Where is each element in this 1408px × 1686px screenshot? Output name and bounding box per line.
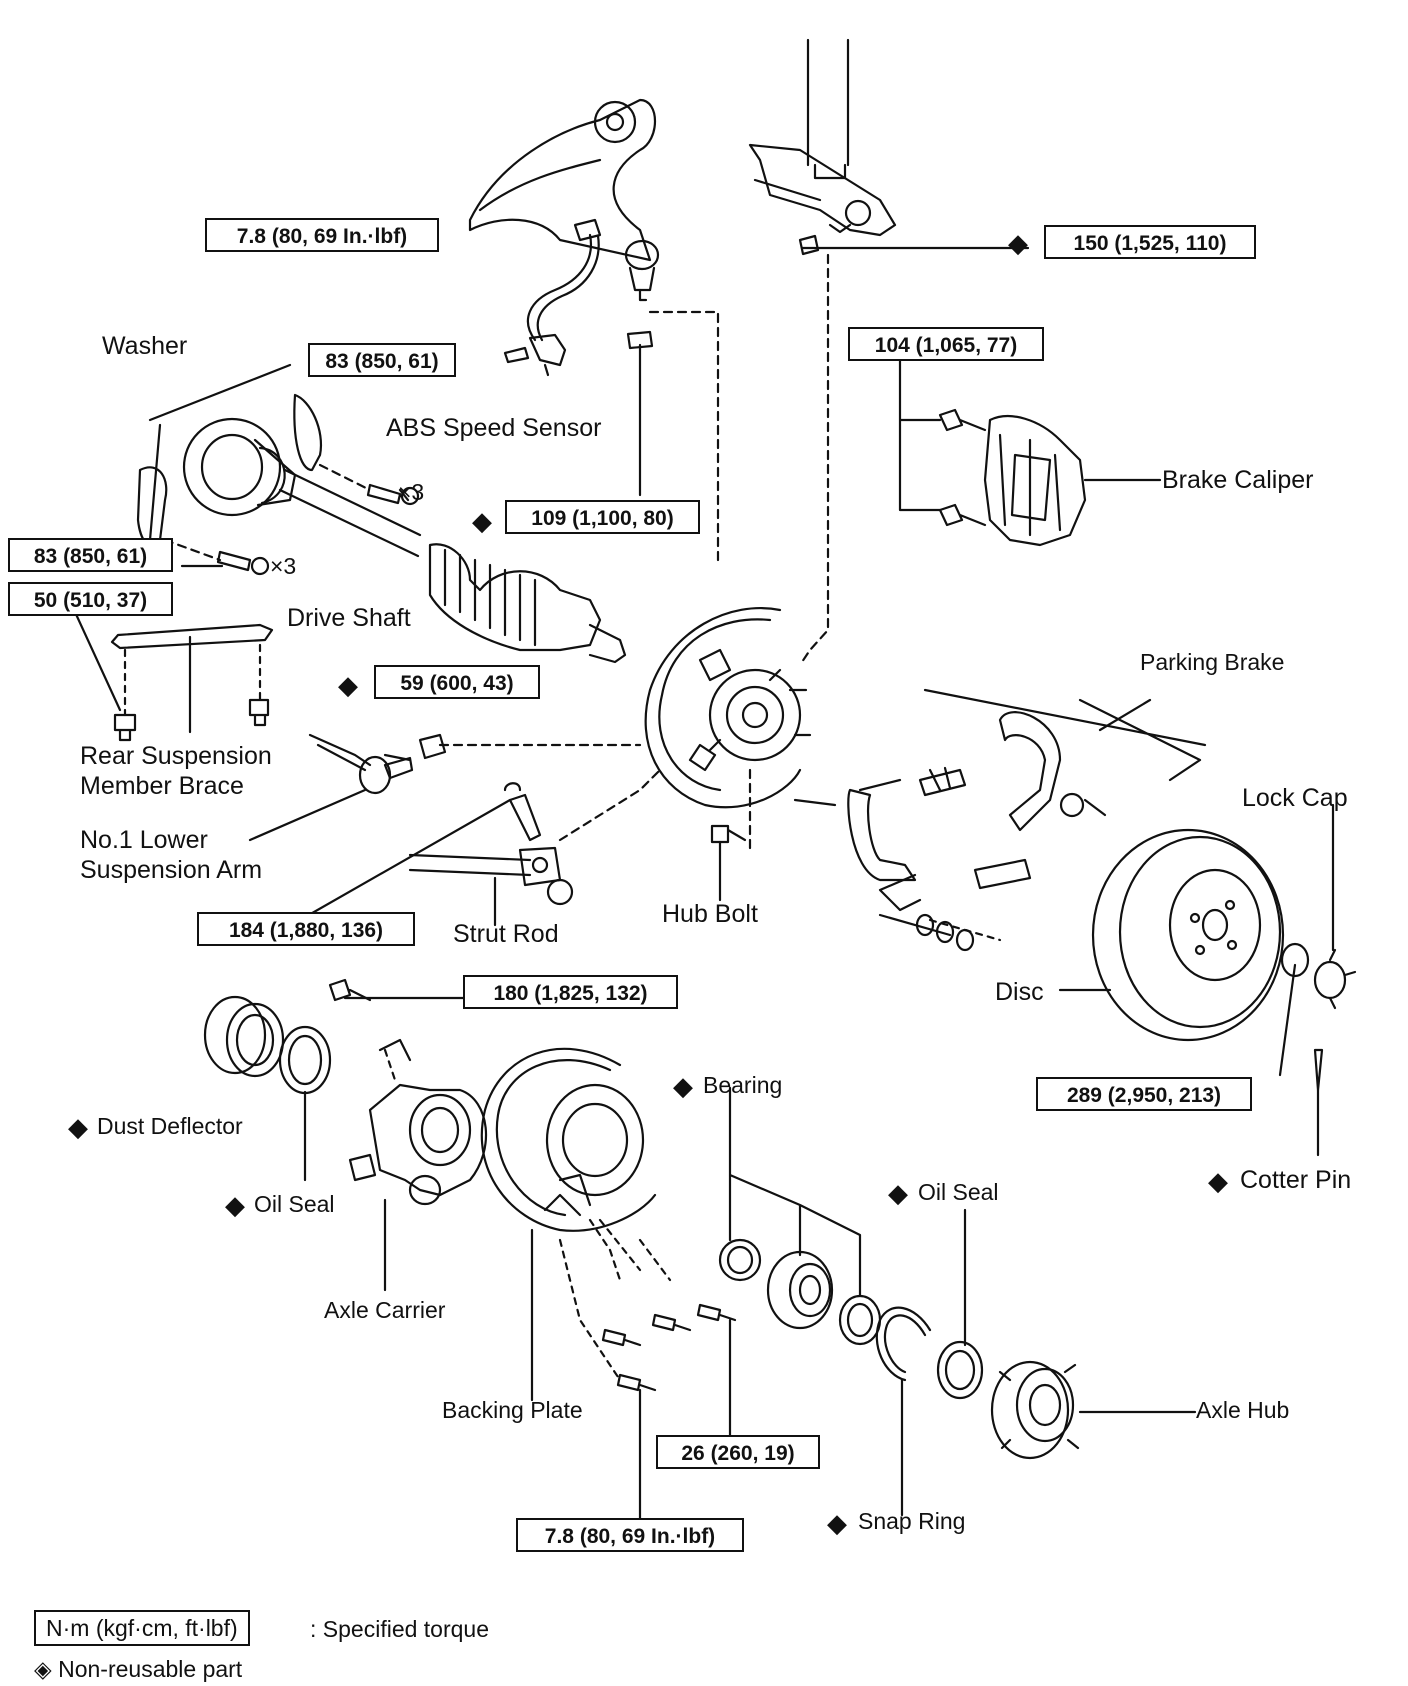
torque-backing-plate-bolt: 26 (260, 19) (656, 1435, 820, 1469)
axle-hub-label: Axle Hub (1196, 1397, 1290, 1423)
nonreusable-diamond: ◆ (472, 506, 492, 536)
axle-carrier (348, 1038, 488, 1206)
times3-lower-label: ×3 (270, 553, 297, 579)
disc (1058, 828, 1285, 1042)
bolt-upper (366, 483, 410, 505)
bolt-backing-1 (601, 1328, 642, 1347)
rear-suspension-member-brace-label-line2: Member Brace (80, 772, 244, 800)
nonreusable-diamond: ◆ (1008, 228, 1028, 258)
legend-nonreusable: ◈ Non-reusable part (34, 1656, 242, 1683)
brake-caliper-label: Brake Caliper (1162, 466, 1314, 494)
lock-cap-label: Lock Cap (1242, 784, 1348, 812)
nonreusable-diamond: ◆ (225, 1190, 245, 1220)
strut-rod-label: Strut Rod (453, 920, 559, 948)
cotter-pin (1313, 1048, 1324, 1092)
no1-lower-suspension-arm-label-line2: Suspension Arm (80, 856, 263, 884)
backing-plate-label: Backing Plate (442, 1397, 583, 1423)
lock-cap (1280, 942, 1357, 1010)
cotter-pin-label: Cotter Pin (1240, 1166, 1352, 1194)
bearing-label: Bearing (703, 1072, 783, 1098)
nonreusable-diamond: ◆ (1208, 1166, 1228, 1196)
bolt-dust-cover (616, 1373, 657, 1392)
disc-label: Disc (995, 978, 1044, 1006)
bolt-backing-2 (651, 1313, 692, 1332)
rear-suspension-member-brace-label-line1: Rear Suspension (80, 742, 272, 770)
legend-nonreusable-text: Non-reusable part (58, 1656, 243, 1682)
nonreusable-symbol: ◈ (34, 1656, 52, 1682)
nonreusable-diamond: ◆ (827, 1508, 847, 1538)
backing-plate-assembly-upper (644, 607, 812, 809)
shock-absorber (748, 38, 1030, 256)
nonreusable-diamond: ◆ (338, 670, 358, 700)
backing-plate (480, 1047, 657, 1232)
ball-joint-nut (626, 330, 654, 350)
torque-strut-rod-nut: 184 (1,880, 136) (197, 912, 415, 946)
abs-speed-sensor (503, 233, 600, 377)
upper-control-arm (468, 98, 660, 302)
snap-ring (875, 1306, 932, 1382)
axle-hub (990, 1360, 1080, 1460)
torque-ball-joint-nut: 109 (1,100, 80) (505, 500, 700, 534)
torque-brace-bolt: 50 (510, 37) (8, 582, 173, 616)
drive-shaft-label: Drive Shaft (287, 604, 411, 632)
legend-unit-box: N·m (kgf·cm, ft·lbf) (34, 1610, 250, 1646)
torque-dust-cover-bolt: 7.8 (80, 69 In.·lbf) (516, 1518, 744, 1552)
nonreusable-diamond: ◆ (68, 1112, 88, 1142)
torque-washer-bolt-lower: 83 (850, 61) (8, 538, 173, 572)
dust-deflector-label: Dust Deflector (97, 1113, 243, 1139)
oil-seal-left (278, 1025, 332, 1095)
drive-shaft (136, 393, 627, 664)
oil-seal-left-label: Oil Seal (254, 1191, 335, 1217)
no1-lower-suspension-arm (308, 733, 447, 795)
nonreusable-diamond: ◆ (673, 1071, 693, 1101)
torque-lower-arm-nut: 59 (600, 43) (374, 665, 540, 699)
torque-washer-bolt-upper: 83 (850, 61) (308, 343, 456, 377)
torque-shock-lower-nut: 150 (1,525, 110) (1044, 225, 1256, 259)
axle-carrier-label: Axle Carrier (324, 1297, 446, 1323)
hub-bolt (710, 824, 747, 844)
torque-carrier-bolt: 180 (1,825, 132) (463, 975, 678, 1009)
strut-rod (408, 782, 574, 906)
abs-speed-sensor-label: ABS Speed Sensor (386, 414, 602, 442)
times3-upper-label: ×3 (398, 479, 425, 505)
legend-unit-description: : Specified torque (310, 1616, 490, 1642)
hub-bolt-label: Hub Bolt (662, 900, 758, 928)
bolt-backing-3 (696, 1303, 737, 1322)
brake-caliper (938, 408, 1162, 547)
washer-label: Washer (102, 332, 188, 360)
bolt-lower (216, 550, 252, 572)
parking-brake-label: Parking Brake (1140, 649, 1285, 675)
torque-abs-sensor-bolt: 7.8 (80, 69 In.·lbf) (205, 218, 439, 252)
oil-seal-right-label: Oil Seal (918, 1179, 999, 1205)
no1-lower-suspension-arm-label-line1: No.1 Lower (80, 826, 208, 854)
oil-seal-right (936, 1340, 984, 1400)
parking-brake (793, 688, 1207, 952)
torque-caliper-bolt: 104 (1,065, 77) (848, 327, 1044, 361)
torque-axle-nut: 289 (2,950, 213) (1036, 1077, 1252, 1111)
nonreusable-diamond: ◆ (888, 1178, 908, 1208)
dust-deflector (203, 995, 285, 1078)
snap-ring-label: Snap Ring (858, 1508, 966, 1534)
rear-suspension-member-brace (110, 623, 274, 742)
